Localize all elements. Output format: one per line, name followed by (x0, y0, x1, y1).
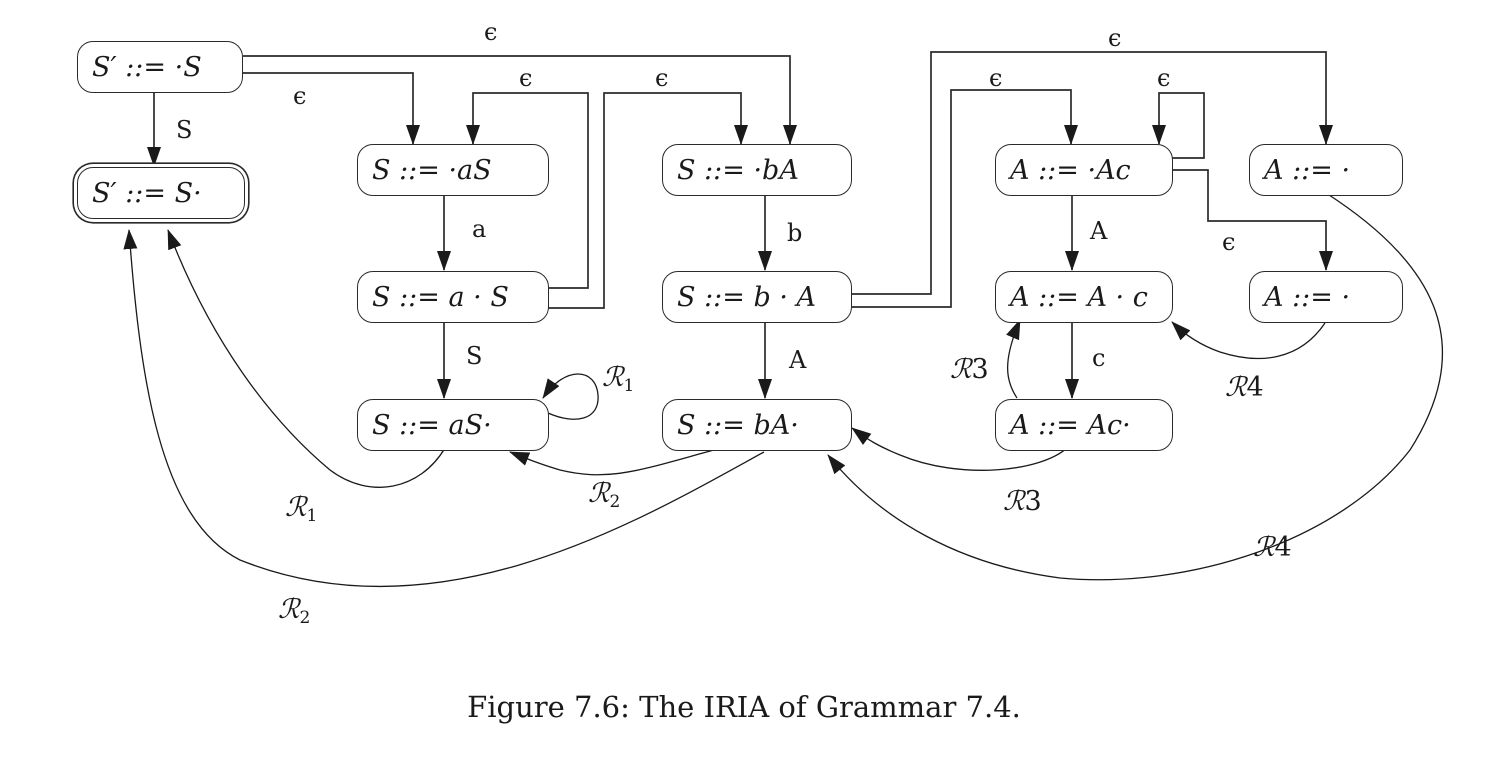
node-a-empty-1: A ::= · (1249, 144, 1403, 196)
edge-label-epsilon: ϵ (1157, 64, 1171, 92)
edge-n11-n7-r4 (827, 192, 1444, 581)
edge-label-r3: ℛ3 (1003, 488, 1042, 515)
node-text: S ::= b · A (677, 281, 817, 313)
node-text: A ::= ·Ac (1010, 154, 1131, 186)
edge-n8-self (1152, 92, 1205, 159)
edge-n7-n4-r2 (509, 449, 715, 476)
node-text: A ::= · (1264, 154, 1351, 186)
node-s-bA-dot: S ::= bA· (662, 399, 852, 451)
node-text: A ::= A · c (1010, 281, 1148, 313)
edge-label-epsilon: ϵ (519, 64, 533, 92)
node-text: S ::= ·bA (677, 154, 799, 186)
figure-caption: Figure 7.6: The IRIA of Grammar 7.4. (467, 690, 1021, 724)
label-text: ℛ3 (1003, 486, 1042, 517)
edge-n3-n5 (548, 92, 748, 309)
node-a-A-dot-c: A ::= A · c (995, 271, 1173, 323)
node-text: S ::= aS· (372, 409, 492, 441)
edge-n0-n2 (243, 72, 420, 145)
edge-label-epsilon: ϵ (1108, 24, 1122, 52)
node-text: A ::= · (1264, 281, 1351, 313)
edge-label-b: b (787, 219, 803, 247)
node-text: A ::= Ac· (1010, 409, 1131, 441)
label-text: ℛ1 (602, 362, 635, 396)
edge-label-r1: ℛ1 (285, 494, 317, 525)
edge-label-A: A (789, 346, 807, 374)
edge-label-r4: ℛ4 (1225, 374, 1264, 401)
edge-n10-n7-r3 (851, 427, 1068, 471)
edge-label-r2: ℛ2 (588, 480, 620, 511)
node-s-b-dot-A: S ::= b · A (662, 271, 852, 323)
edge-label-epsilon: ϵ (1222, 228, 1236, 256)
edge-label-a: a (472, 215, 487, 243)
node-a-dot-Ac: A ::= ·Ac (995, 144, 1173, 196)
node-text: S ::= ·aS (372, 154, 492, 186)
node-s-prime-start: S′ ::= ·S (77, 41, 243, 93)
edge-label-S: S (466, 342, 483, 370)
edge-label-r1: ℛ1 (602, 364, 634, 395)
node-text: S ::= a · S (372, 281, 509, 313)
node-s-aS-dot: S ::= aS· (357, 399, 549, 451)
edge-n8-n12 (1172, 169, 1333, 271)
edge-label-epsilon: ϵ (655, 64, 669, 92)
edge-label-A: A (1090, 217, 1108, 245)
node-s-dot-aS: S ::= ·aS (357, 144, 549, 196)
node-s-prime-accept: S′ ::= S· (77, 167, 245, 219)
edge-n12-n9-r4 (1171, 321, 1326, 360)
label-text: ℛ2 (278, 594, 311, 628)
node-s-dot-bA: S ::= ·bA (662, 144, 852, 196)
edge-label-S: S (176, 116, 193, 144)
edge-n3-n2 (466, 92, 589, 289)
edge-n6-n11 (852, 51, 1333, 295)
label-text: ℛ4 (1225, 372, 1264, 403)
label-text: ℛ2 (588, 478, 621, 512)
edge-label-r3: ℛ3 (950, 356, 989, 383)
edge-label-c: c (1092, 344, 1106, 372)
node-text: S′ ::= S· (92, 177, 202, 209)
node-a-Ac-dot: A ::= Ac· (995, 399, 1173, 451)
label-text: ℛ1 (285, 492, 318, 526)
edge-n6-n8 (852, 89, 1078, 308)
node-text: S ::= bA· (677, 409, 799, 441)
iria-diagram: S′ ::= ·S S′ ::= S· S ::= ·aS S ::= a · … (77, 18, 1444, 627)
edge-label-epsilon: ϵ (293, 82, 307, 110)
edge-label-epsilon: ϵ (484, 18, 498, 46)
node-s-a-dot-S: S ::= a · S (357, 271, 549, 323)
edge-n7-n1-r2 (123, 229, 765, 588)
node-text: S′ ::= ·S (92, 51, 202, 83)
edges-layer (123, 51, 1444, 588)
edge-n4-self-r1 (542, 373, 599, 420)
edge-label-epsilon: ϵ (989, 64, 1003, 92)
label-text: ℛ3 (950, 354, 989, 385)
node-a-empty-2: A ::= · (1249, 271, 1403, 323)
edge-n0-n5 (243, 55, 797, 145)
edge-label-r4: ℛ4 (1253, 534, 1292, 561)
edge-n4-n1-r1 (167, 229, 446, 488)
edge-n10-n9-r3 (1006, 319, 1021, 399)
label-text: ℛ4 (1253, 532, 1292, 563)
edge-label-r2: ℛ2 (278, 596, 310, 627)
